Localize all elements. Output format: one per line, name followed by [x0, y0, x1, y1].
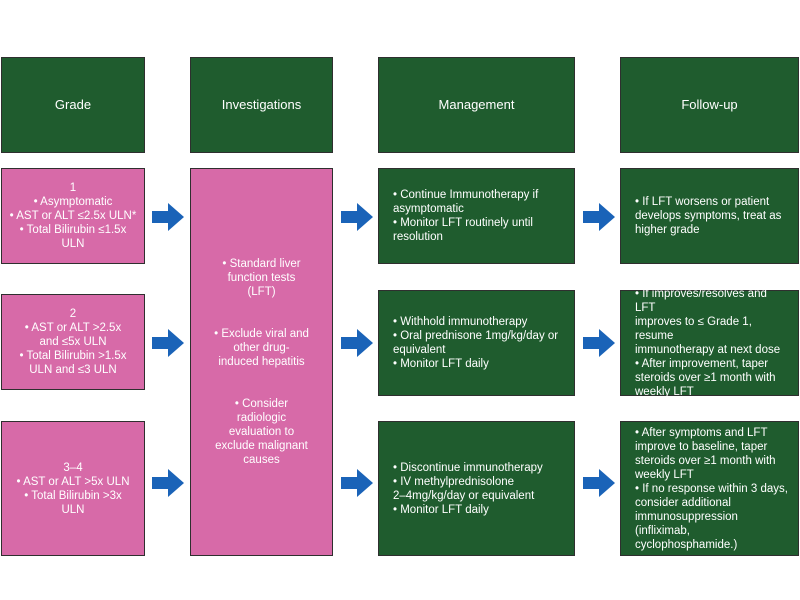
followup-line: steroids over ≥1 month with — [635, 372, 776, 384]
followup-line: cyclophosphamide.) — [635, 538, 738, 551]
followup-grade-2-box: • If improves/resolves and LFT improves … — [620, 288, 799, 398]
followup-line: • If no response within 3 days, — [635, 482, 788, 495]
header-grade-label: Grade — [54, 97, 92, 112]
followup-line: immunotherapy at next dose — [635, 344, 781, 356]
grade-3-4-line: 3–4 — [63, 461, 83, 474]
arrow-right-icon — [339, 327, 375, 359]
grade-1-line: • AST or ALT ≤2.5x ULN* — [9, 210, 137, 222]
followup-line: improve to baseline, taper — [635, 440, 768, 453]
followup-line: higher grade — [635, 224, 700, 236]
grade-2-box: 2 • AST or ALT >2.5x and ≤5x ULN • Total… — [1, 294, 145, 390]
arrow-right-icon — [150, 201, 186, 233]
header-investigations-label: Investigations — [221, 97, 302, 112]
management-line: resolution — [393, 231, 443, 243]
investigation-line: exclude malignant — [215, 440, 308, 452]
investigation-line: causes — [243, 454, 280, 466]
investigation-line: (LFT) — [247, 286, 276, 298]
followup-grade-3-4-box: • After symptoms and LFT improve to base… — [620, 421, 799, 556]
management-line: • IV methylprednisolone — [393, 475, 515, 488]
followup-line: • After improvement, taper — [635, 358, 769, 370]
arrow-right-icon — [581, 467, 617, 499]
management-line: • Monitor LFT daily — [393, 358, 489, 370]
grade-1-line: ULN — [61, 238, 85, 250]
grade-1-line: • Asymptomatic — [33, 196, 113, 208]
investigation-line: function tests — [227, 272, 296, 284]
arrow-right-icon — [339, 467, 375, 499]
followup-line: • If improves/resolves and LFT — [635, 288, 767, 314]
management-line: 2–4mg/kg/day or equivalent — [393, 489, 535, 502]
management-line: asymptomatic — [393, 203, 464, 215]
investigations-box: • Standard liver function tests (LFT) • … — [190, 168, 333, 556]
followup-line: consider additional — [635, 496, 731, 509]
investigation-line: • Consider — [234, 398, 289, 410]
grade-2-line: • AST or ALT >2.5x — [24, 322, 122, 334]
arrow-right-icon — [339, 201, 375, 233]
arrow-right-icon — [581, 327, 617, 359]
investigation-line: other drug- — [233, 342, 290, 354]
investigation-line: radiologic — [236, 412, 287, 424]
investigation-line: • Exclude viral and — [214, 328, 309, 340]
management-grade-1-box: • Continue Immunotherapy if asymptomatic… — [378, 168, 575, 264]
management-line: • Continue Immunotherapy if — [393, 189, 539, 201]
arrow-right-icon — [150, 327, 186, 359]
management-line: • Discontinue immunotherapy — [393, 461, 543, 474]
management-line: • Monitor LFT daily — [393, 503, 489, 516]
grade-3-4-line: • AST or ALT >5x ULN — [16, 475, 130, 488]
investigation-line: • Standard liver — [222, 258, 301, 270]
arrow-right-icon — [581, 201, 617, 233]
management-grade-3-4-box: • Discontinue immunotherapy • IV methylp… — [378, 421, 575, 556]
investigation-line: induced hepatitis — [218, 356, 305, 368]
header-follow-up-label: Follow-up — [681, 97, 738, 112]
followup-line: develops symptoms, treat as — [635, 210, 782, 222]
followup-line: weekly LFT — [635, 386, 694, 398]
grade-2-line: 2 — [69, 308, 77, 320]
grade-1-line: 1 — [69, 182, 77, 194]
management-line: • Monitor LFT routinely until — [393, 217, 533, 229]
grade-1-box: 1 • Asymptomatic • AST or ALT ≤2.5x ULN*… — [1, 168, 145, 264]
header-investigations: Investigations — [190, 57, 333, 153]
header-grade: Grade — [1, 57, 145, 153]
investigation-line: evaluation to — [228, 426, 295, 438]
followup-line: improves to ≤ Grade 1, resume — [635, 316, 752, 342]
followup-line: weekly LFT — [635, 468, 694, 481]
grade-2-line: and ≤5x ULN — [39, 336, 107, 348]
management-grade-2-box: • Withhold immunotherapy • Oral predniso… — [378, 290, 575, 396]
header-management-label: Management — [438, 97, 515, 112]
management-line: • Oral prednisone 1mg/kg/day or — [393, 330, 559, 342]
management-line: equivalent — [393, 344, 446, 356]
followup-line: • If LFT worsens or patient — [635, 196, 770, 208]
header-management: Management — [378, 57, 575, 153]
management-line: • Withhold immunotherapy — [393, 316, 528, 328]
followup-line: steroids over ≥1 month with — [635, 454, 776, 467]
grade-1-line: • Total Bilirubin ≤1.5x — [19, 224, 127, 236]
grade-2-line: • Total Bilirubin >1.5x — [19, 350, 127, 362]
grade-2-line: ULN and ≤3 ULN — [29, 364, 117, 376]
grade-3-4-line: • Total Bilirubin >3x — [24, 489, 122, 502]
followup-line: • After symptoms and LFT — [635, 426, 768, 439]
followup-line: immunosuppression (infliximab, — [635, 510, 738, 537]
arrow-right-icon — [150, 467, 186, 499]
followup-grade-1-box: • If LFT worsens or patient develops sym… — [620, 168, 799, 264]
grade-3-4-line: ULN — [61, 503, 85, 516]
header-follow-up: Follow-up — [620, 57, 799, 153]
grade-3-4-box: 3–4 • AST or ALT >5x ULN • Total Bilirub… — [1, 421, 145, 556]
